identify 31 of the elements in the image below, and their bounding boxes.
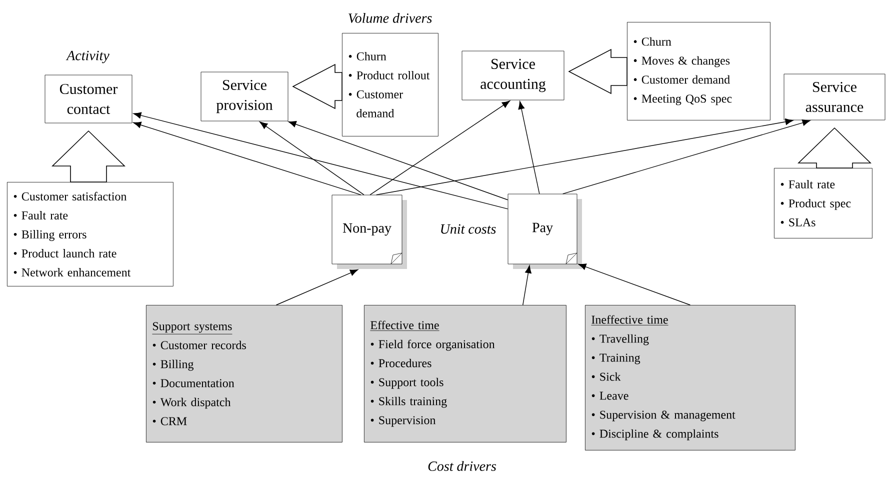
arrow: [522, 265, 532, 306]
block-arrow: [568, 48, 628, 94]
text-box: Effective time • Field force organisation • Procedures • Support tools • Skills training • Supervision: [364, 305, 566, 442]
section-heading: Unit costs: [441, 224, 496, 234]
text-box: • Customer satisfaction • Fault rate • Billing errors • Product launch rate • Network enhancement: [7, 182, 174, 286]
note-box: Pay: [508, 194, 582, 269]
arrow: [288, 121, 508, 200]
arrow: [562, 120, 810, 194]
text-box: • Fault rate • Product spec • SLAs: [774, 168, 872, 238]
text-box: • Churn • Moves & changes • Customer demand • Meeting QoS spec: [627, 22, 770, 120]
note-box: Non-pay: [332, 194, 407, 269]
activity-box: Customer contact: [44, 74, 132, 124]
text-box: Ineffective time • Travelling • Training • Sick • Leave • Supervision & management • Discipline & complaints: [585, 305, 796, 450]
arrow: [133, 112, 508, 210]
arrow: [260, 122, 364, 196]
text-box: Support systems • Customer records • Billing • Documentation • Work dispatch • CRM: [146, 305, 342, 442]
activity-box: Service assurance: [784, 74, 886, 120]
block-arrow: [292, 64, 342, 110]
arrow: [133, 122, 362, 196]
activity-box: Service accounting: [462, 50, 564, 100]
block-arrow: [798, 127, 872, 168]
section-heading: Volume drivers: [348, 13, 432, 23]
section-heading: Cost drivers: [428, 461, 496, 471]
arrow: [376, 118, 794, 196]
activity-box: Service provision: [200, 72, 288, 122]
text-box: • Churn • Product rollout • Customer demand: [342, 33, 438, 136]
arrow: [578, 264, 691, 306]
arrow: [370, 100, 510, 196]
arrow: [276, 269, 358, 306]
block-arrow: [52, 130, 126, 182]
arrow: [518, 101, 540, 194]
